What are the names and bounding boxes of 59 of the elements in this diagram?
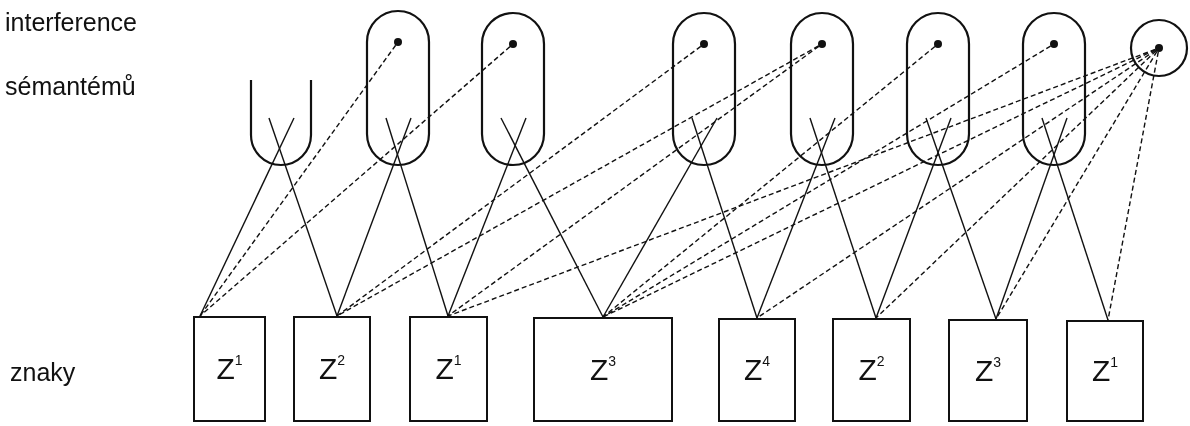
dashed-connector [875, 50, 1157, 319]
sign-label: Z$^{4}$ [743, 355, 771, 385]
dashed-connector [336, 45, 702, 317]
connector-line [756, 117, 836, 319]
sign-label: Z$^{3}$ [589, 354, 617, 385]
sign-box [832, 318, 911, 422]
dashed-connector [1107, 51, 1159, 321]
connector-line [268, 117, 338, 317]
connector-line [500, 117, 604, 318]
connector-line [995, 117, 1068, 320]
dot [1155, 44, 1163, 52]
dot [1050, 40, 1058, 48]
dashed-connector [199, 44, 397, 317]
dot [700, 40, 708, 48]
sign-label: Z$^{2}$ [318, 354, 346, 384]
dashed-connector [447, 48, 1156, 317]
sign-label: Z$^{1}$ [1091, 356, 1119, 386]
dashed-connector [602, 45, 936, 318]
connector-line [447, 117, 527, 317]
connector-line [336, 117, 412, 317]
dashed-connector [199, 45, 511, 317]
connector-line [199, 117, 295, 317]
sign-box [193, 316, 266, 422]
dashed-connector [447, 45, 820, 317]
capsule-shape [1022, 12, 1086, 166]
sign-label: Z$^{3}$ [974, 355, 1002, 386]
sign-label: Z$^{1}$ [435, 354, 462, 384]
connector-line [1041, 117, 1109, 321]
connector-line [385, 117, 449, 317]
dashed-connector [995, 50, 1158, 320]
capsule-shape [906, 12, 970, 166]
connector-line [809, 117, 877, 319]
dot [509, 40, 517, 48]
sign-box [1066, 320, 1144, 422]
sign-box [293, 316, 371, 422]
row-label: sémantémů [5, 72, 136, 101]
dot [934, 40, 942, 48]
capsule-shape [672, 12, 736, 166]
dot [818, 40, 826, 48]
sign-box [718, 318, 796, 422]
capsule-shape [481, 12, 545, 166]
dashed-connector [756, 49, 1157, 319]
sign-label: Z$^{1}$ [216, 354, 243, 384]
capsule-shape [366, 10, 430, 166]
connector-line [602, 117, 718, 318]
dashed-connector [602, 49, 1157, 318]
row-label: interference [5, 8, 138, 37]
sign-box [533, 317, 673, 422]
sign-box [948, 319, 1028, 422]
open-cup-shape [250, 80, 312, 166]
sign-label: Z$^{2}$ [858, 355, 885, 385]
circle-shape [1130, 19, 1188, 77]
connector-line [691, 117, 758, 319]
capsule-shape [790, 12, 854, 166]
dot [394, 38, 402, 46]
sign-box [409, 316, 488, 422]
row-label: znaky [10, 358, 76, 387]
connector-line [875, 117, 952, 319]
connector-line [925, 117, 997, 320]
